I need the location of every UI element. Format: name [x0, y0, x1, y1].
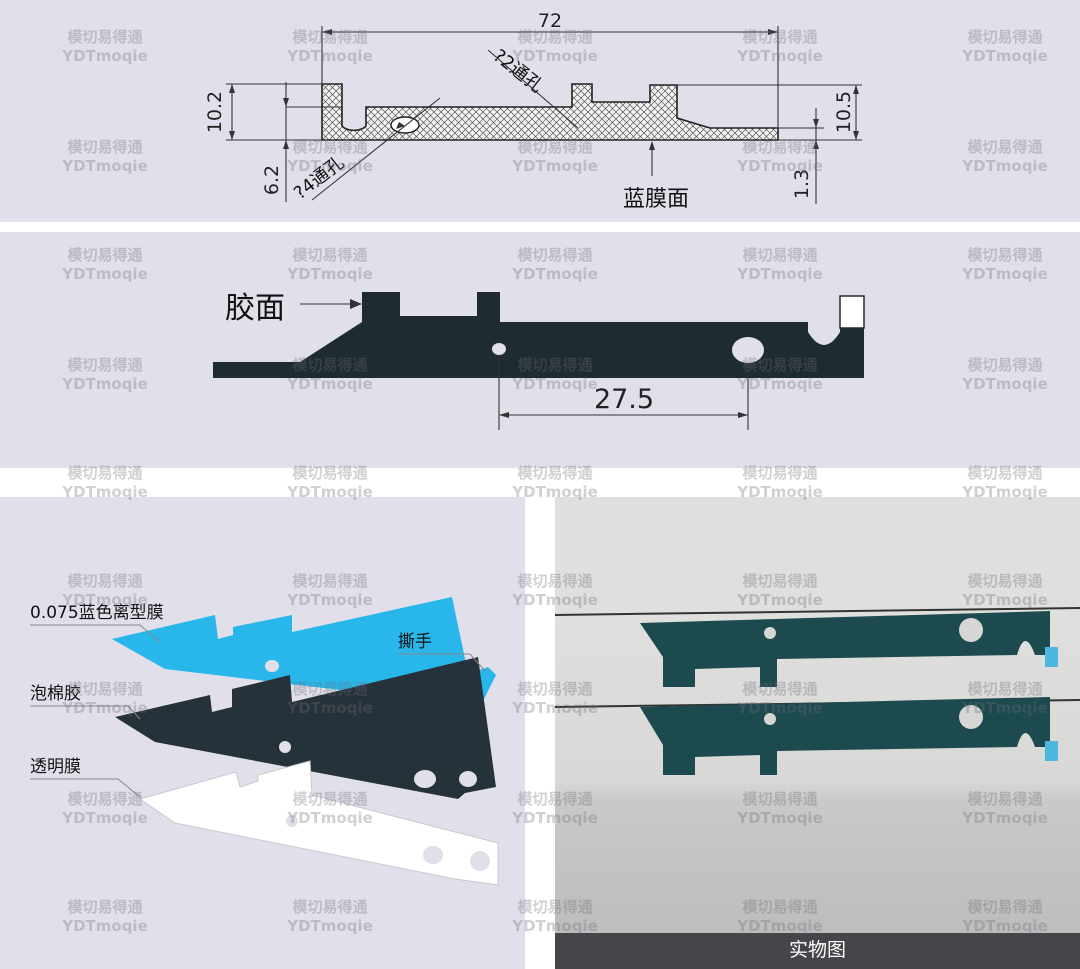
photo-part-upper: [640, 611, 1058, 687]
dim-overall-length: 72: [538, 10, 562, 32]
adhesive-face-label: 胶面: [225, 291, 285, 326]
dim-right-height: 10.5: [833, 91, 855, 133]
blue-film-face-label: 蓝膜面: [623, 187, 689, 212]
transparent-film-layer: [138, 760, 499, 886]
foam-tape-label: 泡棉胶: [30, 684, 81, 704]
photo-caption: 实物图: [555, 933, 1080, 969]
dim-left-height: 10.2: [204, 91, 226, 133]
hole-4mm-section: [390, 116, 420, 134]
layer-stack-panel: 0.075蓝色离型膜 撕手 泡棉胶 透明膜: [0, 497, 525, 969]
pull-tab-outline: [839, 295, 865, 329]
dim-right-step: 1.3: [791, 169, 813, 199]
plan-view-panel: 胶面 27.5: [0, 232, 1080, 468]
plan-hole-small: [492, 343, 506, 355]
plan-hole-large: [732, 337, 764, 363]
part-silhouette: [213, 292, 864, 378]
hole-distance-dim: 27.5: [594, 384, 654, 415]
foam-tape-layer: [115, 657, 496, 799]
section-drawing-panel: 72 10.2 6.2 ?4通孔 ?2通孔 10.5 1.3: [0, 0, 1080, 222]
transparent-film-label: 透明膜: [30, 757, 81, 777]
dim-step-height: 6.2: [261, 165, 283, 195]
pull-tab-label: 撕手: [398, 632, 432, 652]
product-photo-panel: [555, 497, 1080, 933]
release-film-label: 0.075蓝色离型膜: [30, 603, 164, 623]
section-profile: [321, 83, 779, 141]
photo-part-lower: [640, 697, 1058, 775]
